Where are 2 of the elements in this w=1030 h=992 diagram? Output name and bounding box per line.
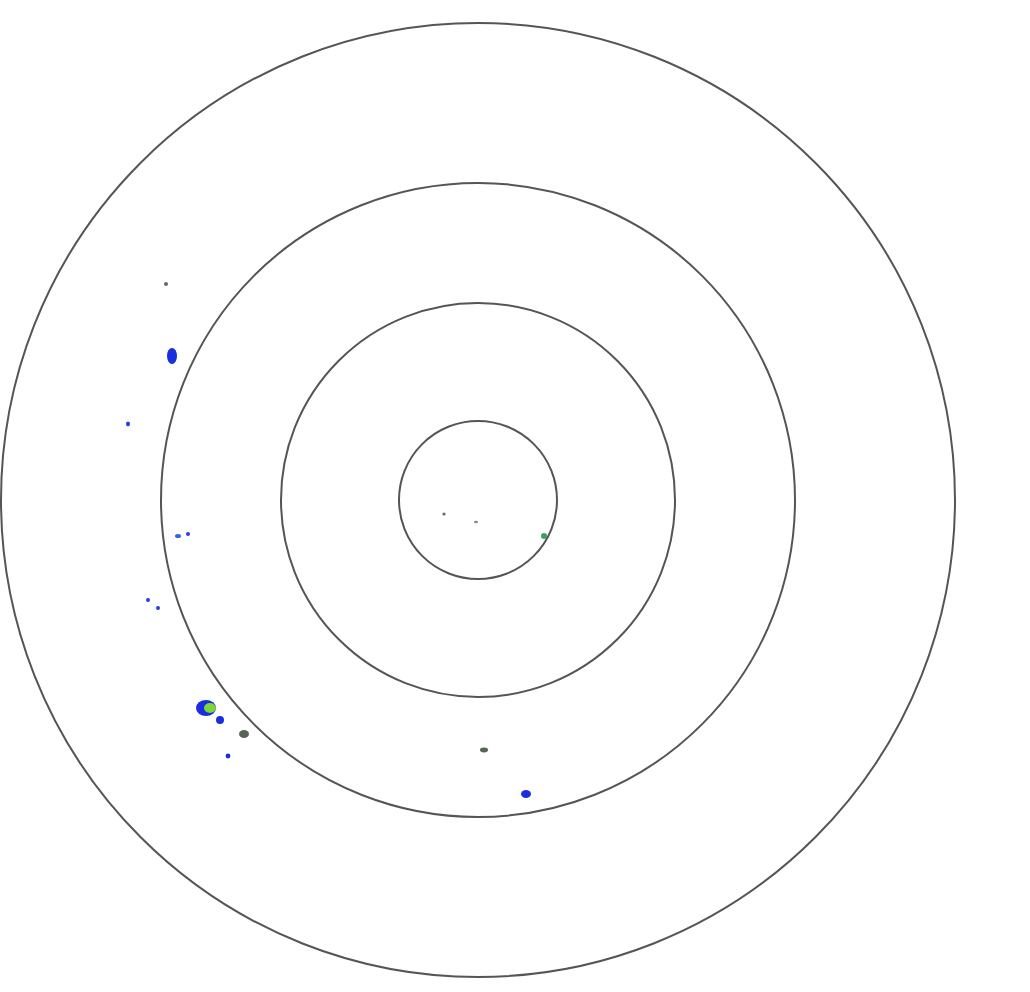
range-ring — [398, 420, 558, 580]
range-ring — [280, 302, 676, 698]
